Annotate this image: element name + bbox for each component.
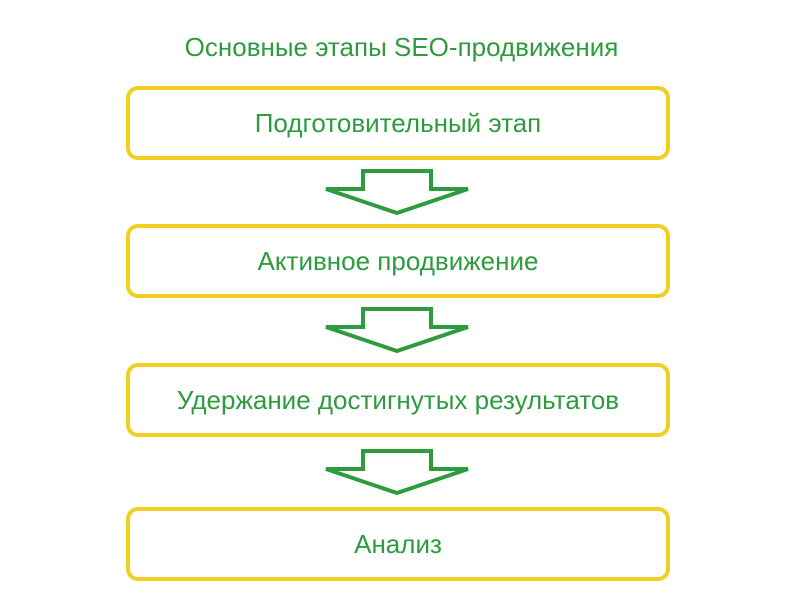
step-preparation-box: Подготовительный этап — [126, 86, 670, 160]
down-arrow-icon — [325, 307, 469, 353]
step-label: Подготовительный этап — [254, 107, 542, 138]
step-label: Удержание достигнутых результатов — [176, 384, 620, 415]
step-analysis-box: Анализ — [126, 507, 670, 581]
diagram-title: Основные этапы SEO-продвижения — [184, 32, 619, 62]
step-retention-box: Удержание достигнутых результатов — [126, 363, 670, 437]
step-label: Анализ — [354, 528, 442, 559]
down-arrow-icon — [325, 169, 469, 215]
step-active-promotion-box: Активное продвижение — [126, 224, 670, 298]
down-arrow-icon — [325, 449, 469, 495]
step-label: Активное продвижение — [257, 245, 539, 276]
